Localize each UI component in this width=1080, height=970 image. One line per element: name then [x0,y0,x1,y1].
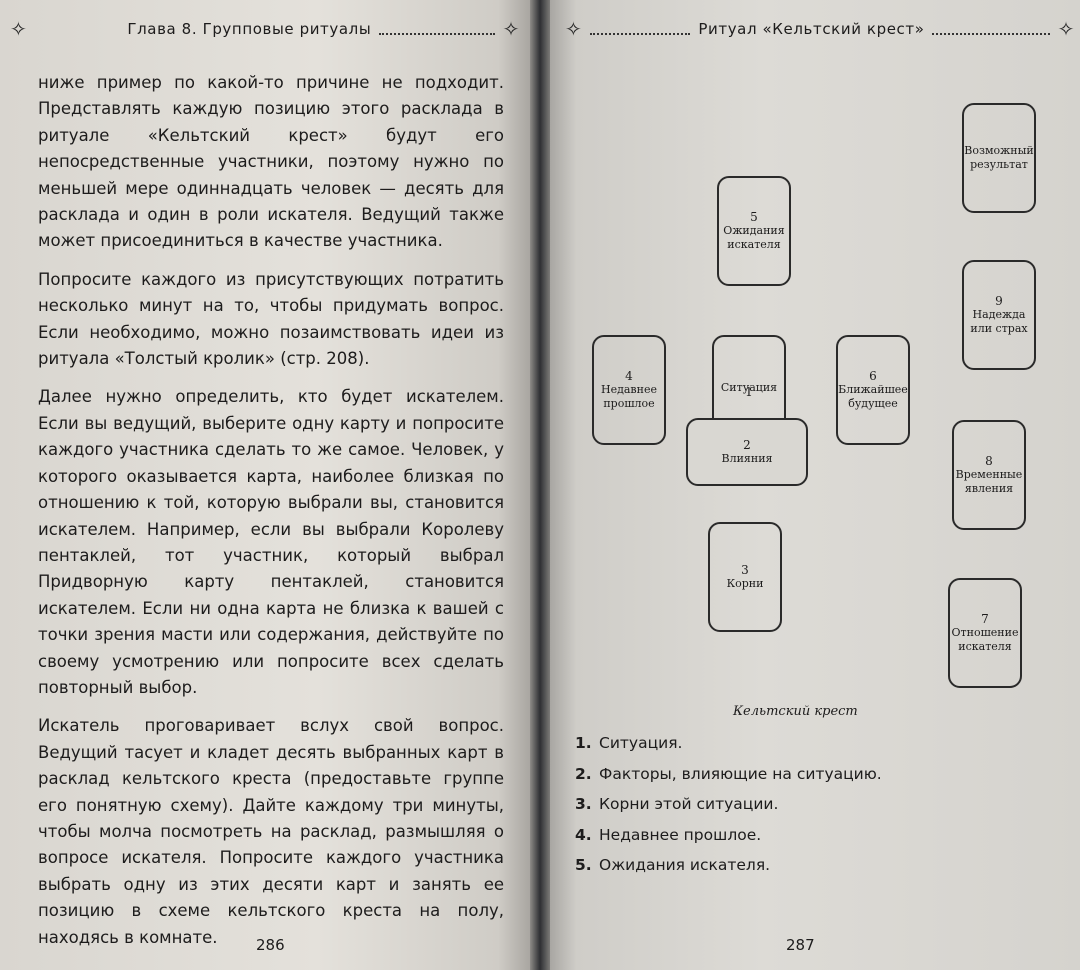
celtic-cross-diagram: 5 Ожидания искателя Возможный результат … [550,0,1080,730]
card-label: Влияния [721,452,773,465]
header-dotted-rule [590,23,691,35]
right-page: ✧ Ритуал «Кельтский крест» ✧ 5 Ожидания … [550,0,1080,970]
list-text: Факторы, влияющие на ситуацию. [599,764,882,783]
card-number: 5 [750,210,758,224]
paragraph: ниже пример по какой-то причине не подхо… [38,73,504,251]
card-position-2: 2 Влияния [686,418,808,486]
list-text: Ожидания искателя. [599,856,771,874]
card-position-6: 6 Ближайшее будущее [836,335,910,445]
header-dotted-rule [932,23,1050,35]
list-number: 5. [575,856,592,874]
chapter-title: Глава 8. Групповые ритуалы [127,20,372,38]
paragraph: Искатель проговаривает вслух свой вопрос… [38,716,504,947]
card-number: 6 [869,369,877,383]
card-number: 9 [995,294,1003,308]
list-item: 1. Ситуация. [575,734,882,765]
list-item: 5. Ожидания искателя. [575,856,882,887]
card-position-5: 5 Ожидания искателя [717,176,791,286]
card-position-8: 8 Временные явления [952,420,1026,530]
list-number: 1. [575,734,592,752]
paragraph: Попросите каждого из присутствующих потр… [38,269,504,369]
list-text: Недавнее прошлое. [599,825,762,844]
header-dotted-rule [379,23,495,35]
card-label: результат [970,158,1028,171]
card-label: Корни [726,577,764,590]
ornament-star-icon: ✧ [565,17,583,41]
card-label: Ожидания [723,224,785,237]
card-number: 8 [985,454,993,468]
card-number: 3 [741,563,749,577]
ritual-title: Ритуал «Кельтский крест» [698,20,925,38]
right-running-header: ✧ Ритуал «Кельтский крест» ✧ [565,14,1075,44]
left-body-text: ниже пример по какой-то причине не подхо… [38,70,504,963]
positions-list: 1. Ситуация. 2. Факторы, влияющие на ситуа… [575,734,882,887]
left-page: ✧ Глава 8. Групповые ритуалы ✧ ниже прим… [0,0,530,970]
left-running-header: ✧ Глава 8. Групповые ритуалы ✧ [10,14,520,44]
ornament-star-icon: ✧ [10,17,28,41]
ornament-star-icon: ✧ [1057,17,1075,41]
card-label: прошлое [603,397,655,410]
diagram-caption: Кельтский крест [733,704,858,719]
card-number: 1 [745,385,753,399]
card-label: Временные [955,468,1023,481]
card-label: Надежда [972,308,1026,321]
card-number: 2 [743,438,751,452]
paragraph: Далее нужно определить, кто будет искате… [38,387,504,697]
card-position-4: 4 Недавнее прошлое [592,335,666,445]
list-text: Корни этой ситуации. [599,795,779,813]
list-item: 4. Недавнее прошлое. [575,826,882,857]
card-label: или страх [970,322,1028,335]
card-number: 4 [625,369,633,383]
card-number: 7 [981,612,989,626]
card-label: Ситуация [720,381,778,394]
card-label: явления [964,482,1014,495]
page-number-left: 286 [256,936,285,954]
card-label: Возможный [964,144,1034,157]
card-position-3: 3 Корни [708,522,782,632]
card-label: Ближайшее [838,383,908,396]
list-item: 2. Факторы, влияющие на ситуацию. [575,765,882,796]
list-number: 3. [575,795,592,813]
list-item: 3. Корни этой ситуации. [575,795,882,826]
list-number: 4. [575,825,592,844]
card-label: будущее [848,397,898,410]
card-position-10: Возможный результат [962,103,1036,213]
list-text: Ситуация. [599,734,683,752]
ornament-star-icon: ✧ [502,17,520,41]
card-label: искателя [727,238,781,251]
card-position-7: 7 Отношение искателя [948,578,1022,688]
card-position-9: 9 Надежда или страх [962,260,1036,370]
page-number-right: 287 [786,936,815,954]
book-gutter [530,0,550,970]
card-label: Недавнее [601,383,657,396]
list-number: 2. [575,764,592,783]
card-label: Отношение [951,626,1019,639]
card-label: искателя [958,640,1012,653]
